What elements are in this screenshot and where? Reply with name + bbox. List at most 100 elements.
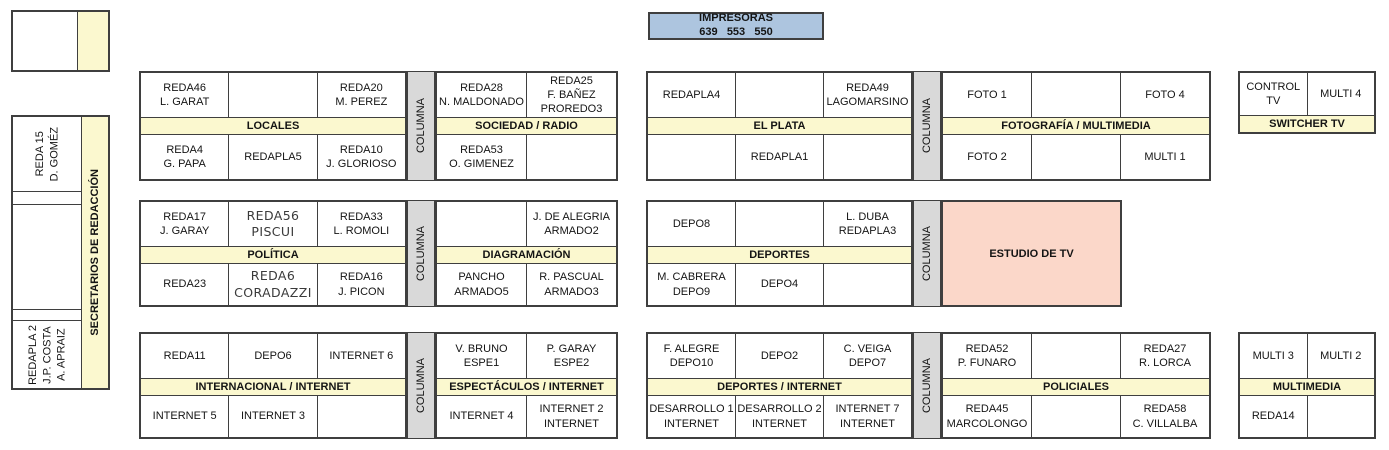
desk-reda52: REDA52 P. FUNARO <box>943 334 1031 378</box>
group-policiales: REDA52 P. FUNARO REDA27 R. LORCA POLICIA… <box>941 332 1211 439</box>
desk-internet3: INTERNET 3 <box>229 396 317 437</box>
secretarios-strip: SECRETARIOS DE REDACCIÓN <box>82 117 108 388</box>
desk-reda23: REDA23 <box>141 264 229 305</box>
band-switcher-tv: SWITCHER TV <box>1240 116 1374 132</box>
columna-label: COLUMNA <box>920 98 933 154</box>
desk-reda17: REDA17 J. GARAY <box>141 202 229 246</box>
desk-reda53: REDA53 O. GIMENEZ <box>437 135 526 179</box>
band-internacional-internet: INTERNACIONAL / INTERNET <box>141 379 405 395</box>
band-locales: LOCALES <box>141 118 405 134</box>
desk-depo6: DEPO6 <box>229 334 317 378</box>
desk-reda14: REDA14 <box>1240 396 1307 437</box>
desk-internet2: INTERNET 2 INTERNET <box>527 396 616 437</box>
entry-box-yellow-cell <box>78 12 108 70</box>
columna-pillar: COLUMNA <box>913 200 941 307</box>
divider-cell <box>13 192 81 204</box>
desk-depo8: DEPO8 <box>648 202 735 246</box>
group-diagramacion: J. DE ALEGRIA ARMADO2 DIAGRAMACIÓN PANCH… <box>435 200 618 307</box>
desk-espe1: V. BRUNO ESPE1 <box>437 334 526 378</box>
desk-reda58: REDA58 C. VILLALBA <box>1121 396 1209 437</box>
desk-reda4: REDA4 G. PAPA <box>141 135 229 179</box>
desk-armado3: R. PASCUAL ARMADO3 <box>527 264 616 305</box>
desk-depo7: C. VEIGA DEPO7 <box>824 334 911 378</box>
group-deportes-internet: F. ALEGRE DEPO10 DEPO2 C. VEIGA DEPO7 DE… <box>646 332 913 439</box>
group-switcher-tv: CONTROL TV MULTI 4 SWITCHER TV <box>1238 71 1376 134</box>
band-sociedad-radio: SOCIEDAD / RADIO <box>437 118 616 134</box>
desk-reda15: REDA 15 D. GOMÉZ <box>13 117 81 191</box>
desk-reda28: REDA28 N. MALDONADO <box>437 73 526 117</box>
columna-label: COLUMNA <box>414 98 427 154</box>
desk-reda16: REDA16 J. PICON <box>317 264 405 305</box>
group-politica: REDA17 J. GARAY REDA56 PISCUI REDA33 L. … <box>139 200 407 307</box>
desk-reda6: REDA6 CORADAZZI <box>229 264 317 305</box>
desk-desarrollo2: DESARROLLO 2 INTERNET <box>736 396 823 437</box>
empty-desk-cell <box>736 202 823 246</box>
desk-reda56: REDA56 PISCUI <box>229 202 317 246</box>
desk-internet7: INTERNET 7 INTERNET <box>824 396 911 437</box>
printers-title: IMPRESORAS <box>699 12 773 25</box>
desk-multi1: MULTI 1 <box>1121 135 1209 179</box>
columna-pillar: COLUMNA <box>913 71 941 181</box>
group-espectaculos-internet: V. BRUNO ESPE1 P. GARAY ESPE2 ESPECTÁCUL… <box>435 332 618 439</box>
tv-studio-area: ESTUDIO DE TV <box>941 200 1122 307</box>
columna-pillar: COLUMNA <box>407 71 435 181</box>
empty-desk-cell <box>1032 135 1120 179</box>
secretarios-block: REDA 15 D. GOMÉZ REDAPLA 2 J.P. COSTA A.… <box>11 115 110 390</box>
desk-redapla2-label: REDAPLA 2 J.P. COSTA A. APRAIZ <box>26 324 68 385</box>
desk-reda49: REDA49 LAGOMARSINO <box>824 73 911 117</box>
secretarios-desks-column: REDA 15 D. GOMÉZ REDAPLA 2 J.P. COSTA A.… <box>13 117 81 388</box>
empty-desk-cell <box>824 135 911 179</box>
empty-desk-cell <box>1032 396 1120 437</box>
columna-pillar: COLUMNA <box>407 200 435 307</box>
desk-reda20: REDA20 M. PEREZ <box>317 73 405 117</box>
group-sociedad-radio: REDA28 N. MALDONADO REDA25 F. BAÑEZ PROR… <box>435 71 618 181</box>
group-deportes: DEPO8 L. DUBA REDAPLA3 DEPORTES M. CABRE… <box>646 200 913 307</box>
band-deportes-internet: DEPORTES / INTERNET <box>648 379 911 395</box>
band-multimedia: MULTIMEDIA <box>1240 379 1374 395</box>
band-policiales: POLICIALES <box>943 379 1209 395</box>
entry-box <box>11 10 110 72</box>
band-deportes: DEPORTES <box>648 247 911 263</box>
desk-redapla5: REDAPLA5 <box>229 135 317 179</box>
desk-redapla1: REDAPLA1 <box>736 135 823 179</box>
desk-reda33: REDA33 L. ROMOLI <box>317 202 405 246</box>
band-fotografia-multimedia: FOTOGRAFÍA / MULTIMEDIA <box>943 118 1209 134</box>
desk-foto1: FOTO 1 <box>943 73 1031 117</box>
desk-reda10: REDA10 J. GLORIOSO <box>317 135 405 179</box>
columna-label: COLUMNA <box>920 225 933 281</box>
columna-pillar: COLUMNA <box>913 332 941 439</box>
columna-label: COLUMNA <box>920 357 933 413</box>
empty-desk-cell <box>317 396 405 437</box>
desk-foto4: FOTO 4 <box>1121 73 1209 117</box>
group-elplata: REDAPLA4 REDA49 LAGOMARSINO EL PLATA RED… <box>646 71 913 181</box>
empty-desk-cell <box>824 264 911 305</box>
desk-depo9: M. CABRERA DEPO9 <box>648 264 735 305</box>
desk-reda27: REDA27 R. LORCA <box>1121 334 1209 378</box>
divider-cell <box>13 310 81 320</box>
band-diagramacion: DIAGRAMACIÓN <box>437 247 616 263</box>
desk-depo4: DEPO4 <box>736 264 823 305</box>
band-politica: POLÍTICA <box>141 247 405 263</box>
band-espectaculos-internet: ESPECTÁCULOS / INTERNET <box>437 379 616 395</box>
group-internacional-internet: REDA11 DEPO6 INTERNET 6 INTERNACIONAL / … <box>139 332 407 439</box>
desk-foto2: FOTO 2 <box>943 135 1031 179</box>
desk-depo10: F. ALEGRE DEPO10 <box>648 334 735 378</box>
group-multimedia: MULTI 3 MULTI 2 MULTIMEDIA REDA14 <box>1238 332 1376 439</box>
desk-multi2: MULTI 2 <box>1307 334 1374 378</box>
desk-espe2: P. GARAY ESPE2 <box>527 334 616 378</box>
entry-box-white-cell <box>13 12 77 70</box>
printers-box: IMPRESORAS 639 553 550 <box>648 12 824 40</box>
desk-multi4: MULTI 4 <box>1307 73 1374 115</box>
desk-redapla2: REDAPLA 2 J.P. COSTA A. APRAIZ <box>13 321 81 388</box>
empty-desk-cell <box>437 202 526 246</box>
empty-desk-cell <box>1032 334 1120 378</box>
desk-depo2: DEPO2 <box>736 334 823 378</box>
tv-studio-label: ESTUDIO DE TV <box>989 247 1074 260</box>
desk-redapla4: REDAPLA4 <box>648 73 735 117</box>
empty-desk-cell <box>736 73 823 117</box>
group-locales: REDA46 L. GARAT REDA20 M. PEREZ LOCALES … <box>139 71 407 181</box>
desk-multi3: MULTI 3 <box>1240 334 1307 378</box>
columna-label: COLUMNA <box>414 357 427 413</box>
desk-reda45: REDA45 MARCOLONGO <box>943 396 1031 437</box>
